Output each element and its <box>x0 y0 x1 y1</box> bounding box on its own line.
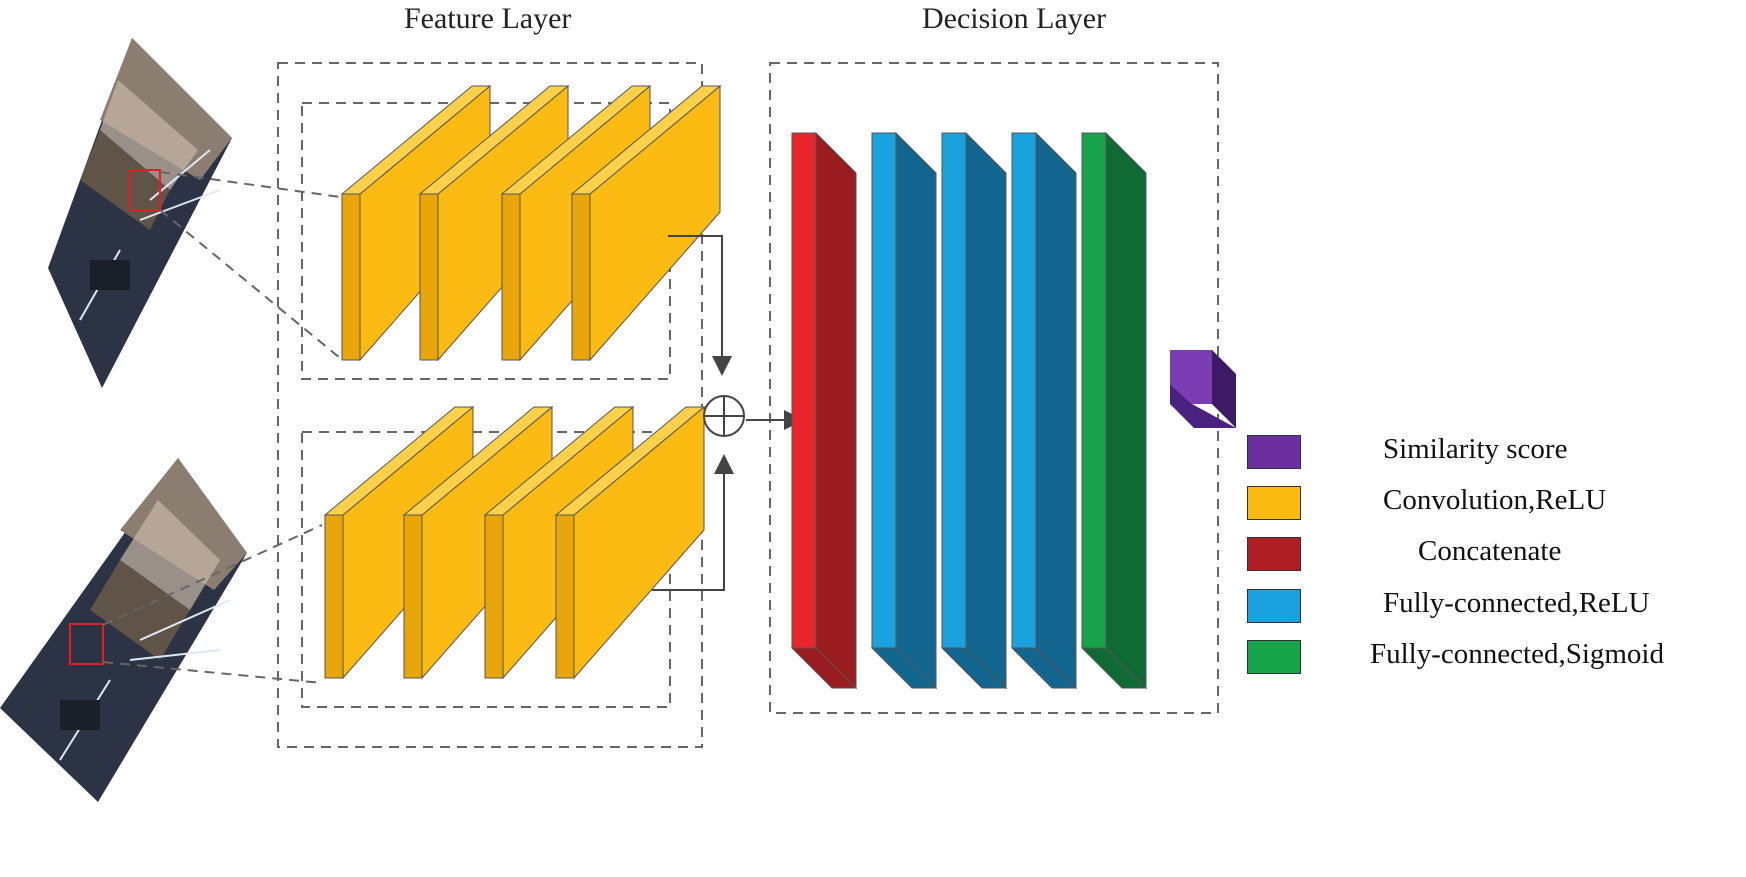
connector-top-lower <box>159 209 341 359</box>
crop-box-top <box>129 169 161 211</box>
connector-bottom-lower <box>102 661 323 684</box>
legend-label-1: Similarity score <box>1383 433 1568 465</box>
input-image-bottom <box>0 458 247 802</box>
conv-top-4 <box>570 84 722 362</box>
fc-relu-column-1 <box>870 131 938 690</box>
conv-bottom-4 <box>554 405 706 680</box>
fc-relu-column-3 <box>1010 131 1078 690</box>
legend-label-2: Convolution,ReLU <box>1383 484 1607 516</box>
fc-sigmoid-column <box>1080 131 1148 690</box>
decision-blocks <box>790 131 1148 690</box>
legend-label-4: Fully-connected,ReLU <box>1383 587 1650 619</box>
legend-label-5: Fully-connected,Sigmoid <box>1370 638 1664 670</box>
merge-arrow-bottom <box>652 454 734 591</box>
connector-top-upper <box>159 171 341 198</box>
merge-arrow-top <box>668 235 732 376</box>
connector-bottom-upper <box>102 524 323 626</box>
similarity-score-cube <box>1170 350 1236 428</box>
legend-swatch-1 <box>1247 435 1301 469</box>
decision-layer-title: Decision Layer <box>922 2 1107 35</box>
legend-swatch-5 <box>1247 640 1301 674</box>
legend-swatch-2 <box>1247 486 1301 520</box>
legend-label-3: Concatenate <box>1418 535 1562 567</box>
input-image-top <box>48 38 232 388</box>
crop-box-bottom <box>69 623 104 665</box>
fc-relu-column-2 <box>940 131 1008 690</box>
feature-layer-title: Feature Layer <box>404 2 572 35</box>
concat-column <box>790 131 858 690</box>
conv-blocks-top <box>340 84 722 362</box>
legend-swatch-3 <box>1247 537 1301 571</box>
conv-blocks-bottom <box>323 405 706 680</box>
feature-layer-frame <box>277 62 703 748</box>
legend-swatch-4 <box>1247 589 1301 623</box>
conv-top-2 <box>418 84 570 362</box>
feature-branch-bottom-frame <box>301 431 671 708</box>
